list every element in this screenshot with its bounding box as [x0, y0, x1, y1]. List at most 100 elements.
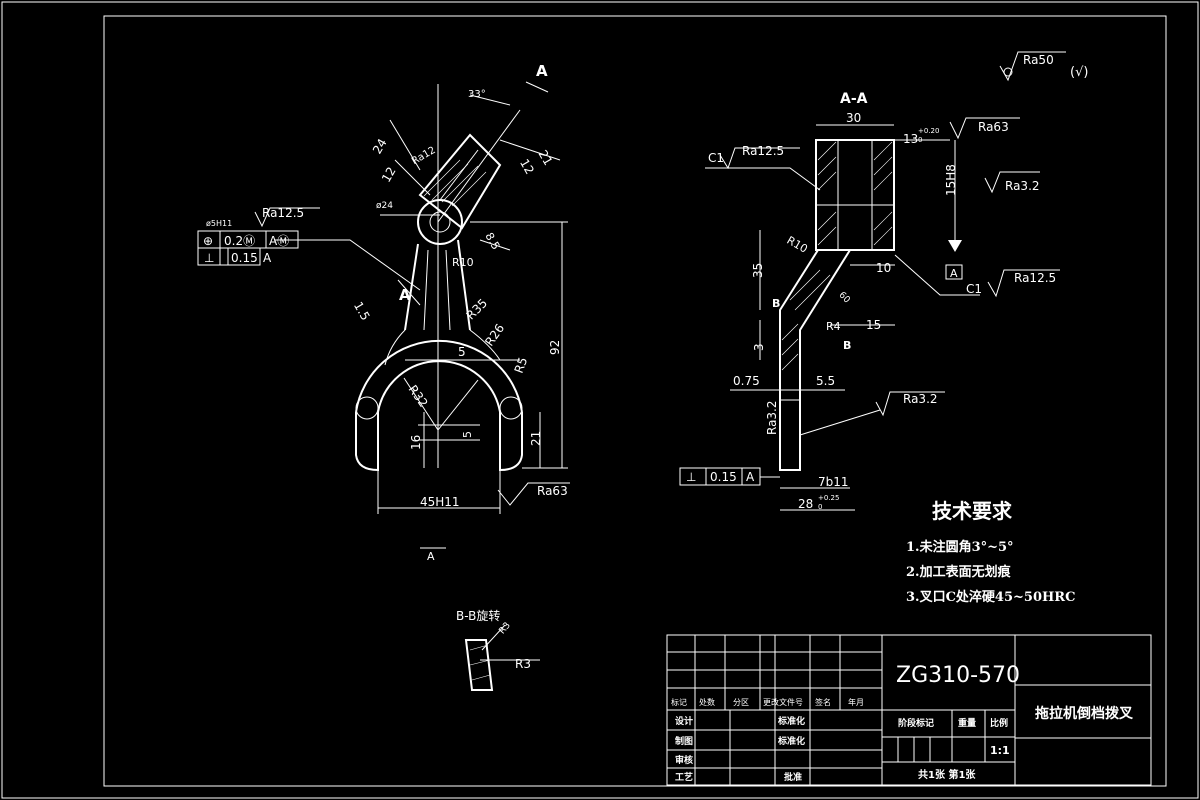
dim-21-top: 21	[536, 148, 556, 168]
section-b-left: B	[772, 297, 780, 310]
dim-7b11: 7b11	[818, 475, 849, 489]
fcf-right-value: 0.15	[710, 470, 737, 484]
role-review: 审核	[675, 754, 693, 766]
ra3_2-mid-symbol	[875, 391, 945, 417]
roughness-ra12_5-left: Ra12.5	[262, 206, 304, 220]
dim-5b: 5	[461, 431, 474, 438]
radius-r5: R5	[512, 355, 531, 375]
c1-top-leader	[705, 167, 821, 191]
section-b-right: B	[843, 339, 851, 352]
boss-hole	[429, 211, 451, 233]
dim-35: 35	[751, 263, 765, 278]
section-view	[679, 117, 1060, 511]
radius-r10-right: R10	[785, 234, 810, 256]
header-zone: 分区	[733, 698, 749, 707]
main-view	[274, 81, 570, 549]
corner-roughness-paren: (√)	[1070, 65, 1088, 80]
roughness-ra63-right: Ra63	[978, 120, 1009, 134]
ra12_5-top-symbol	[719, 147, 800, 170]
arm-hatch-section	[781, 269, 831, 371]
section-title: A-A	[840, 91, 868, 107]
role-standard-2: 标准化	[777, 735, 805, 747]
header-doc: 更改文件号	[763, 697, 803, 707]
fcf-row2-ref: A	[263, 251, 272, 265]
corner-roughness-circle	[1003, 67, 1013, 77]
role-standard-1: 标准化	[777, 715, 805, 727]
dim-21: 21	[529, 431, 543, 446]
roughness-ra3_2-mid: Ra3.2	[903, 392, 938, 406]
header-sign: 签名	[815, 697, 831, 707]
corner-roughness: Ra50	[1023, 53, 1054, 67]
tol-13-upper: +0.20	[918, 127, 939, 135]
dim-30: 30	[846, 111, 861, 125]
label-view-a: A	[536, 62, 548, 80]
fillet-left	[384, 329, 406, 366]
fork-left-jaw	[355, 412, 379, 472]
dim-92: 92	[548, 340, 562, 355]
tech-item-3: 3.叉口C处淬硬45~50HRC	[906, 589, 1075, 605]
dim-5: 5	[458, 345, 466, 359]
fillet-right	[469, 329, 501, 361]
datum-triangle	[948, 240, 962, 252]
tol-13-lower: 0	[918, 136, 922, 144]
dim-8_5-line	[479, 239, 511, 251]
tech-item-1: 1.未注圆角3°~5°	[906, 539, 1014, 555]
radius-r4: R4	[826, 320, 841, 333]
fork-right-round	[499, 396, 523, 420]
roughness-ra12_5-bottom: Ra12.5	[1014, 271, 1056, 285]
dim-28: 28	[798, 497, 813, 511]
feature-control-frame-left	[197, 207, 320, 266]
neck-edges	[404, 239, 471, 331]
bb-section	[464, 624, 540, 691]
ra3_2-top-symbol	[984, 171, 1040, 194]
chamfer-c1-bottom: C1	[966, 282, 982, 296]
roughness-ra12_5-top: Ra12.5	[742, 144, 784, 158]
tol-28-upper: +0.25	[818, 494, 839, 502]
fcf-leader	[274, 239, 421, 291]
role-approve: 批准	[784, 771, 802, 783]
arm-upper	[418, 133, 502, 230]
tech-title: 技术要求	[932, 499, 1013, 523]
dim-15h8: 15H8	[944, 164, 958, 196]
datum-box	[945, 264, 963, 280]
stage-label: 阶段标记	[898, 717, 934, 729]
role-draw: 制图	[675, 735, 693, 747]
dim-0_75: 0.75	[733, 374, 760, 388]
fcf-row1-value: 0.2Ⓜ	[224, 234, 255, 248]
ra12_5-left-symbol	[254, 207, 320, 228]
header-mark: 标记	[671, 697, 687, 707]
header-count: 处数	[699, 697, 715, 707]
radius-r10-left: R10	[452, 256, 474, 269]
dim-16: 16	[409, 435, 423, 450]
dim-8_5: 8.5	[482, 230, 502, 252]
dim-5_5: 5.5	[816, 374, 835, 388]
dim-60: 60	[837, 290, 852, 305]
dim-45h11: 45H11	[420, 495, 460, 509]
ra3_2-mid-leader	[799, 409, 881, 436]
chamfer-c1-top: C1	[708, 151, 724, 165]
role-design: 设计	[675, 715, 693, 727]
ra63-right-symbol	[949, 117, 1020, 140]
fcf-right-symbol: ⊥	[686, 470, 696, 484]
arm-hatch	[423, 159, 487, 207]
bb-radius-r3a: R3	[497, 621, 512, 637]
part-name: 拖拉机倒档拨叉	[1035, 705, 1134, 722]
dim-21-top-line	[499, 139, 561, 161]
radius-r26: R26	[482, 321, 507, 348]
section-marker	[397, 279, 421, 306]
arm-axis-line	[439, 149, 479, 201]
c1-bot-leader	[894, 254, 980, 296]
fcf-row1-symbol: ⊕	[203, 234, 213, 248]
r26-leader	[437, 379, 479, 431]
dim-24-line	[389, 119, 421, 171]
header-date: 年月	[848, 697, 864, 707]
label-section-a: A	[399, 286, 411, 304]
scale-value: 1:1	[990, 744, 1010, 757]
fcf-row2-symbol: ⊥	[204, 251, 214, 265]
center-line-arm	[437, 109, 521, 223]
view-arrow-top	[525, 81, 549, 93]
dim-24: 24	[370, 136, 390, 156]
datum-a: A	[950, 267, 958, 280]
